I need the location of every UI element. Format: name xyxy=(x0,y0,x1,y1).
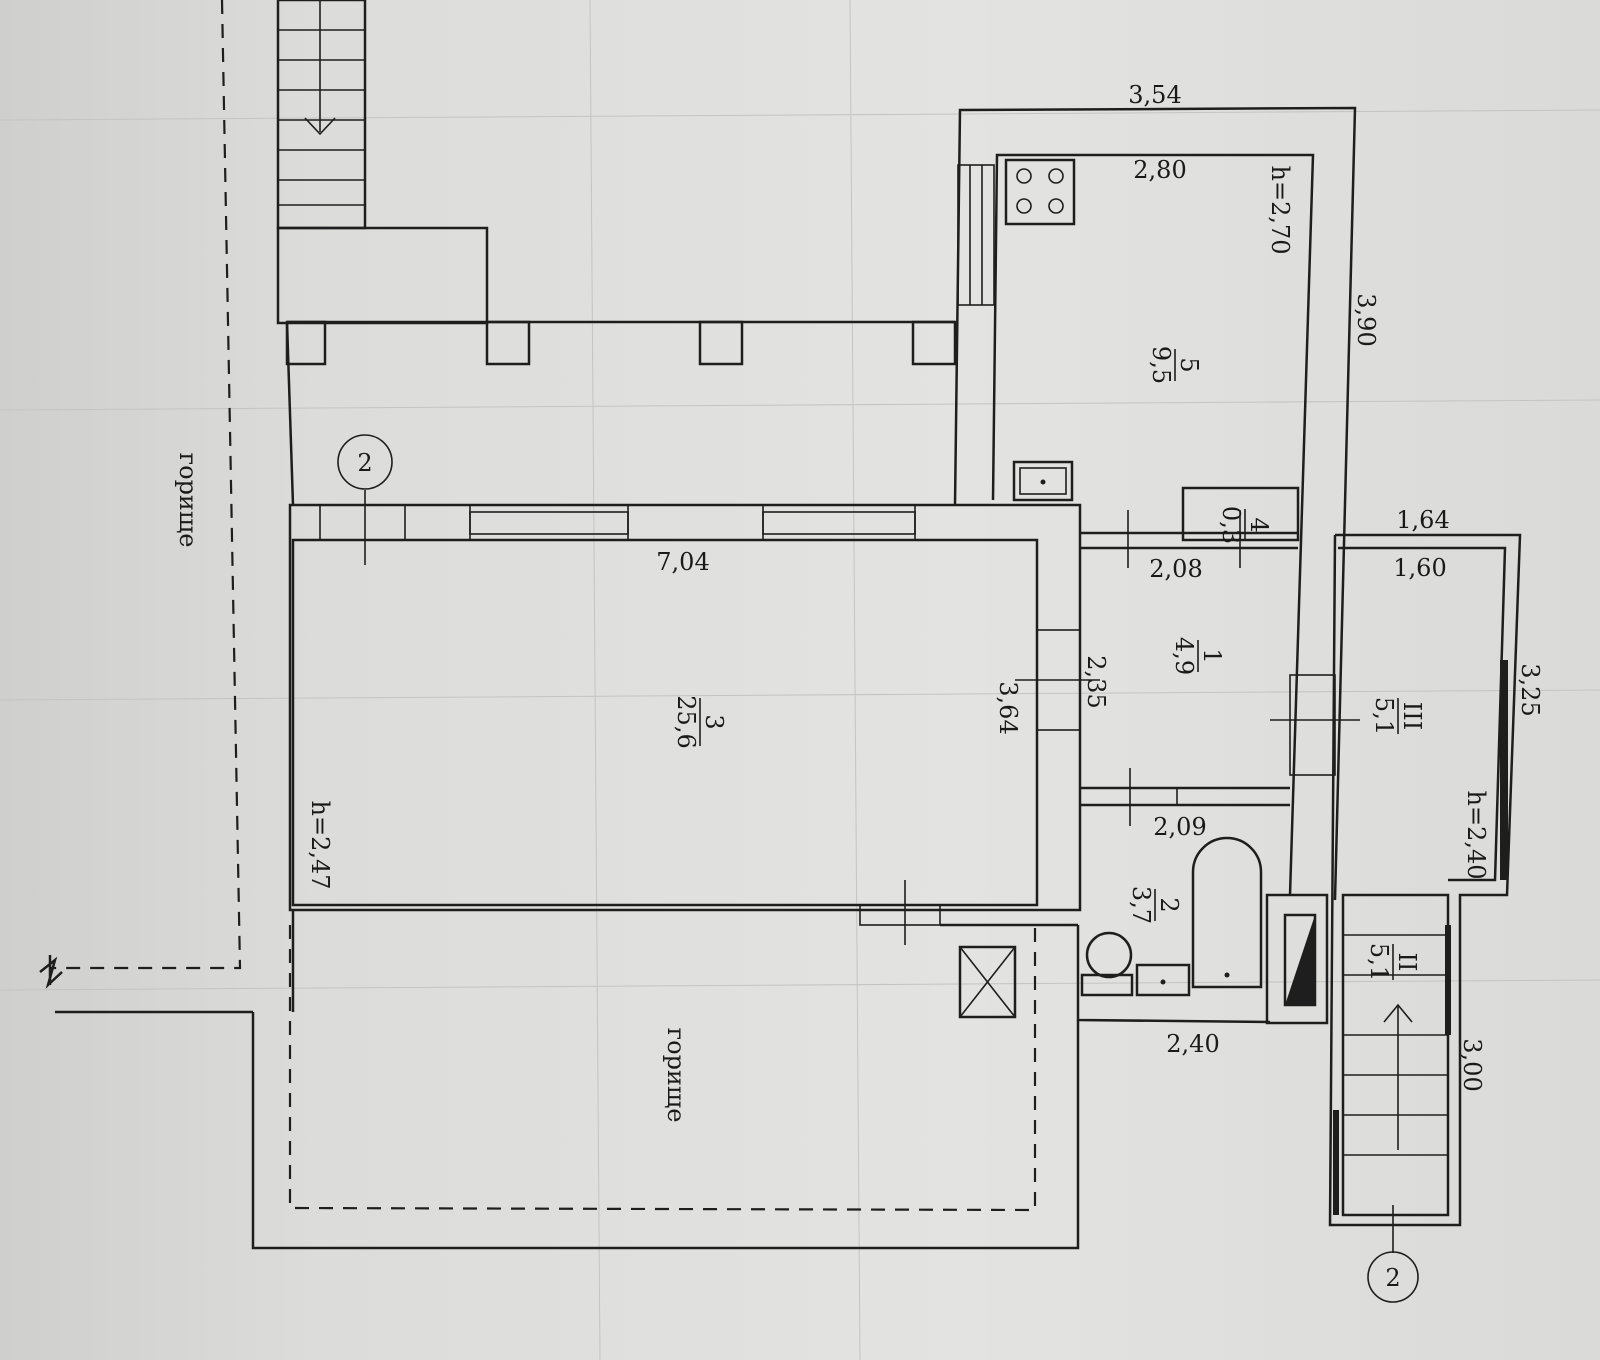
room-area: 9,5 xyxy=(1147,346,1175,384)
dim-balcony-height: h=2,40 xyxy=(1462,790,1490,879)
room-number: II xyxy=(1393,953,1421,972)
section-marker-top: 2 xyxy=(337,434,393,490)
bathtub-icon xyxy=(1191,836,1263,989)
room-label-1: 1 4,9 xyxy=(1170,637,1226,675)
dim-balcony-length: 3,25 xyxy=(1516,663,1544,716)
section-marker-label: 2 xyxy=(1385,1264,1400,1292)
dim-hall-depth: 2,35 xyxy=(1082,655,1110,708)
room-number: 5 xyxy=(1175,357,1203,372)
room-3-walls xyxy=(288,490,1100,945)
top-stairs xyxy=(276,0,367,230)
room-label-2: 2 3,7 xyxy=(1127,886,1183,924)
section-marker-bottom: 2 xyxy=(1367,1251,1419,1303)
toilet-icon xyxy=(1080,931,1134,997)
dim-kitchen-height: h=2,70 xyxy=(1266,165,1294,254)
landing xyxy=(276,226,489,325)
dim-balcony-inner-width: 1,60 xyxy=(1393,554,1446,582)
ventilation-shaft-icon xyxy=(958,945,1017,1019)
attic-bottom xyxy=(251,910,1080,1250)
section-marker-label: 2 xyxy=(357,449,372,477)
dim-hall-bottom-width: 2,09 xyxy=(1153,813,1206,841)
room-area: 25,6 xyxy=(672,695,700,748)
stair-II xyxy=(1333,893,1451,1253)
room-number: 4 xyxy=(1245,517,1273,532)
room-label-III: III 5,1 xyxy=(1370,697,1426,735)
room-area: 3,7 xyxy=(1127,886,1155,924)
dim-room3-depth: 3,64 xyxy=(994,681,1022,734)
dim-hall-top-width: 2,08 xyxy=(1149,555,1202,583)
stove-icon xyxy=(1004,158,1076,226)
boiler-icon xyxy=(1283,913,1317,1007)
room-area: 5,1 xyxy=(1370,697,1398,735)
washbasin-icon xyxy=(1135,963,1191,997)
sink-icon xyxy=(1012,460,1074,502)
room-number: 1 xyxy=(1198,648,1226,663)
attic-label-bottom: горище xyxy=(662,1028,690,1123)
room-number: 2 xyxy=(1155,897,1183,912)
dim-bath-width: 2,40 xyxy=(1166,1030,1219,1058)
kitchen-walls xyxy=(953,106,1357,901)
room-area: 0,3 xyxy=(1217,506,1245,544)
balcony-walls xyxy=(1328,533,1522,1227)
dim-room3-width: 7,04 xyxy=(656,548,709,576)
dim-kitchen-outer-width: 3,54 xyxy=(1128,81,1181,109)
room-label-II: II 5,1 xyxy=(1365,943,1421,981)
room-label-4: 4 0,3 xyxy=(1217,506,1273,544)
room-number: 3 xyxy=(700,714,728,729)
attic-label-left: горище xyxy=(174,453,202,548)
room-label-5: 5 9,5 xyxy=(1147,346,1203,384)
room-area: 5,1 xyxy=(1365,943,1393,981)
dim-kitchen-inner-width: 2,80 xyxy=(1133,156,1186,184)
hall-bath-walls xyxy=(1076,510,1360,1025)
room-number: III xyxy=(1398,702,1426,730)
room-area: 4,9 xyxy=(1170,637,1198,675)
dim-room3-height: h=2,47 xyxy=(306,800,334,889)
break-mark xyxy=(39,955,63,989)
terrace-beam xyxy=(285,320,957,506)
dim-balcony-outer-width: 1,64 xyxy=(1396,506,1449,534)
attic-boundary-left xyxy=(50,0,242,970)
dim-stair-length: 3,00 xyxy=(1458,1038,1486,1091)
dim-kitchen-length: 3,90 xyxy=(1352,293,1380,346)
room-label-3: 3 25,6 xyxy=(672,695,728,748)
